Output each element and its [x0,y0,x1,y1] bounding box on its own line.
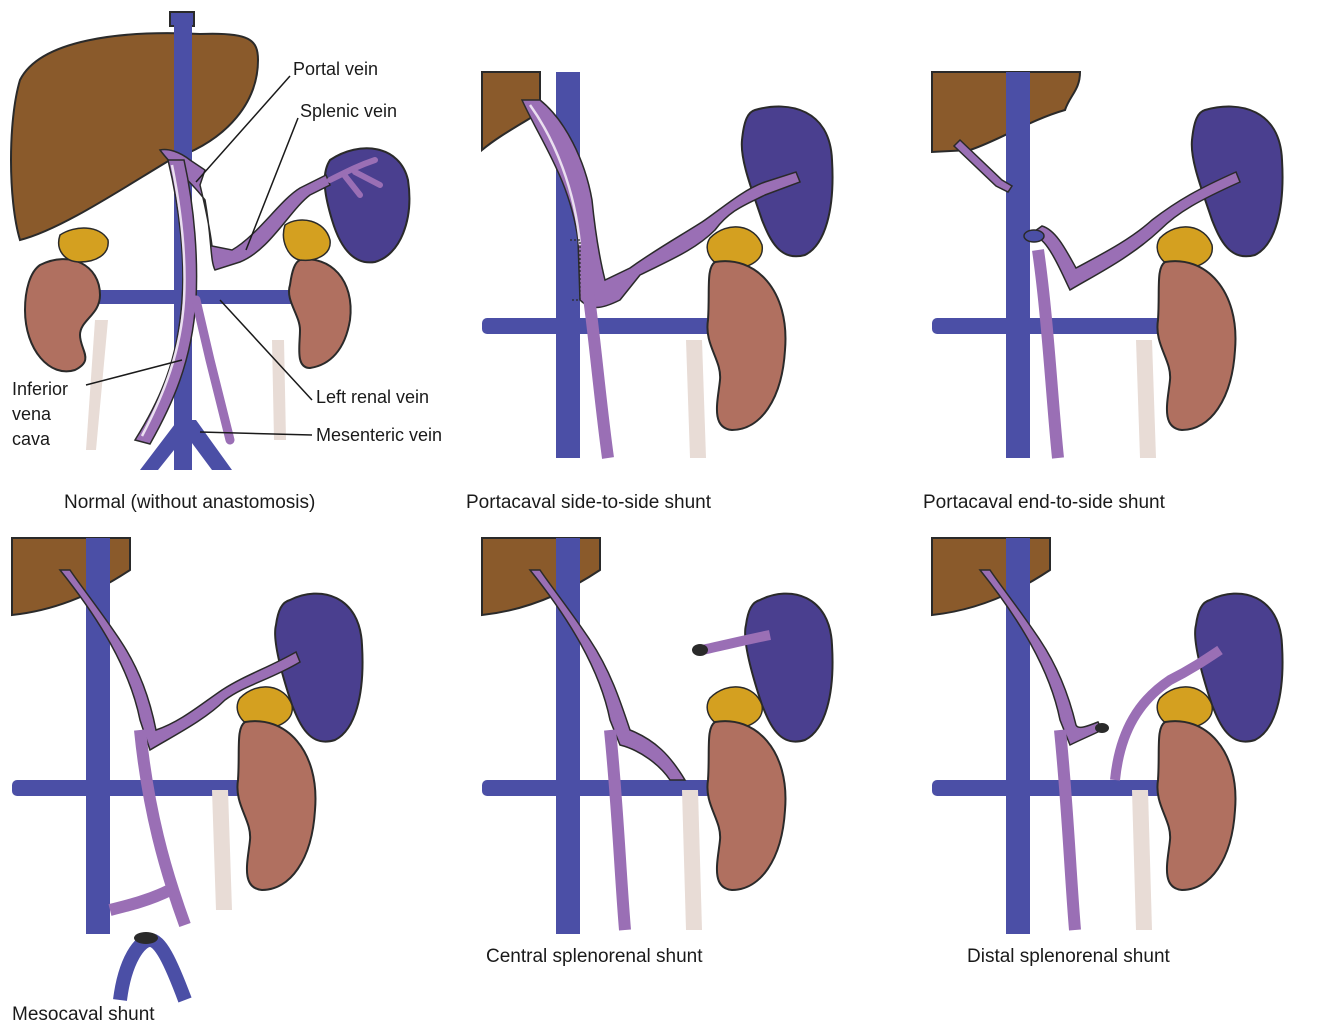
mesocaval-illustration [0,530,440,1000]
left-kidney [289,259,351,368]
label-inferior-vena-cava-line3: cava [12,428,50,450]
panel-normal: Portal vein Splenic vein Inferior vena c… [0,0,440,500]
left-kidney [1157,261,1235,430]
panel-distal-splenorenal: Distal splenorenal shunt [920,530,1325,1030]
caption-distal-splenorenal: Distal splenorenal shunt [967,946,1170,968]
panel-portacaval-end-to-side: Portacaval end-to-side shunt [920,0,1325,500]
portacaval-end-to-side-illustration [920,0,1325,480]
panel-central-splenorenal: Central splenorenal shunt [470,530,910,1030]
central-splenorenal-illustration [470,530,910,950]
renal-veins [932,318,1192,334]
caption-normal: Normal (without anastomosis) [64,492,315,514]
distal-splenorenal-illustration [920,530,1325,950]
mesocaval-graft [110,890,170,910]
left-kidney [707,261,785,430]
iliac-veins [120,940,185,1000]
right-adrenal [59,228,108,262]
renal-veins [482,318,742,334]
caption-central-splenorenal: Central splenorenal shunt [486,946,703,968]
label-portal-vein: Portal vein [293,58,378,80]
caption-portacaval-side-to-side: Portacaval side-to-side shunt [466,492,711,514]
left-adrenal [283,220,330,260]
panel-mesocaval: Mesocaval shunt [0,530,440,1030]
left-kidney [707,721,785,890]
label-mesenteric-vein: Mesenteric vein [316,424,442,446]
ligated-splenic-stump [1095,723,1109,733]
label-splenic-vein: Splenic vein [300,100,397,122]
ivc-stump [134,932,158,944]
ligated-hepatic-portal-stump [954,140,1012,192]
caption-mesocaval: Mesocaval shunt [12,1004,155,1026]
left-ureter [1132,790,1152,930]
inferior-vena-cava [1006,72,1030,458]
panel-portacaval-side-to-side: Portacaval side-to-side shunt [470,0,910,500]
left-ureter [682,790,702,930]
ligated-splenic-stump [692,644,708,656]
caption-portacaval-end-to-side: Portacaval end-to-side shunt [923,492,1165,514]
portacaval-side-to-side-illustration [470,0,910,480]
label-left-renal-vein: Left renal vein [316,386,429,408]
left-ureter [686,340,706,458]
right-kidney [25,259,100,371]
left-kidney [1157,721,1235,890]
mesenteric-vein [610,730,625,930]
mesenteric-vein [1060,730,1075,930]
left-ureter [272,340,286,440]
left-ureter [212,790,232,910]
mesenteric-vein [1038,250,1058,458]
right-ureter [86,320,108,450]
left-kidney [237,721,315,890]
end-to-side-anastomosis [1024,230,1044,242]
left-ureter [1136,340,1156,458]
label-inferior-vena-cava-line1: Inferior [12,378,68,400]
label-inferior-vena-cava-line2: vena [12,403,51,425]
liver [11,33,258,240]
